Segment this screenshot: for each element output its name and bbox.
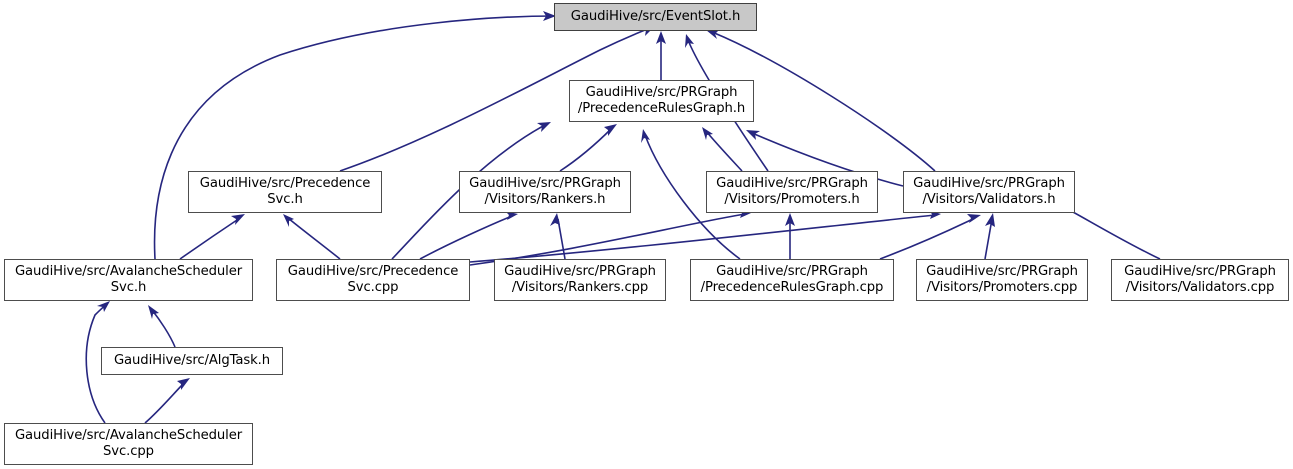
edge-arrowhead-validators_h-to-precedencerulesgraph_h [746,130,760,140]
graph-node-label: GaudiHive/src/AvalancheScheduler Svc.cpp [14,427,243,460]
edge-arrowhead-algtask_h-to-avalanchescheduler_h [148,305,159,319]
graph-node-label: GaudiHive/src/PRGraph /Visitors/Promoter… [716,175,868,208]
graph-node-avalanchescheduler_cpp[interactable]: GaudiHive/src/AvalancheScheduler Svc.cpp [4,423,253,465]
graph-node-validators_h[interactable]: GaudiHive/src/PRGraph /Visitors/Validato… [903,171,1075,213]
edge-arrowhead-avalanchescheduler_h-to-eventslot_h [543,11,556,21]
graph-node-rankers_cpp[interactable]: GaudiHive/src/PRGraph /Visitors/Rankers.… [494,259,666,301]
graph-node-label: GaudiHive/src/PRGraph /PrecedenceRulesGr… [577,84,746,117]
edge-precedencerulesgraph_cpp-to-validators_h [879,217,976,260]
graph-node-label: GaudiHive/src/PRGraph /PrecedenceRulesGr… [700,263,884,296]
graph-node-validators_cpp[interactable]: GaudiHive/src/PRGraph /Visitors/Validato… [1111,259,1289,301]
graph-node-promoters_h[interactable]: GaudiHive/src/PRGraph /Visitors/Promoter… [706,171,878,213]
edge-algtask_h-to-avalanchescheduler_h [151,309,176,348]
graph-node-label: GaudiHive/src/PRGraph /Visitors/Rankers.… [469,175,621,208]
graph-node-label: GaudiHive/src/PRGraph /Visitors/Validato… [1124,263,1276,296]
edge-promoters_h-to-precedencerulesgraph_h [705,130,743,172]
edge-arrowhead-avalanchescheduler_h-to-precedencesvc_h [231,214,245,225]
edge-arrowhead-precedencerulesgraph_cpp-to-validators_h [967,214,981,223]
edge-avalanchescheduler_cpp-to-algtask_h [144,381,186,424]
graph-node-rankers_h[interactable]: GaudiHive/src/PRGraph /Visitors/Rankers.… [459,171,631,213]
edge-precedencesvc_cpp-to-precedencesvc_h [287,217,341,260]
edge-arrowhead-validators_h-to-eventslot_h [706,30,719,39]
edge-arrowhead-precedencerulesgraph_cpp-to-promoters_h [785,213,795,226]
edge-rankers_cpp-to-rankers_h [557,218,566,260]
edge-arrowhead-precedencesvc_cpp-to-precedencerulesgraph_h [537,122,551,132]
edge-avalanchescheduler_h-to-precedencesvc_h [179,217,241,260]
edge-arrowhead-rankers_h-to-precedencerulesgraph_h [604,124,617,136]
edge-arrowhead-promoters_cpp-to-validators_h [985,213,995,227]
edge-arrowhead-promoters_h-to-precedencerulesgraph_h [702,127,713,140]
edge-arrowhead-promoters_h-to-eventslot_h [685,34,694,48]
graph-node-precedencerulesgraph_cpp[interactable]: GaudiHive/src/PRGraph /PrecedenceRulesGr… [690,259,894,301]
edge-precedencerulesgraph_cpp-to-precedencerulesgraph_h [644,134,741,260]
edge-arrowhead-precedencerulesgraph_h-to-eventslot_h [656,31,666,44]
graph-node-label: GaudiHive/src/PRGraph /Visitors/Validato… [913,175,1065,208]
edge-precedencesvc_cpp-to-precedencerulesgraph_h [391,124,546,260]
graph-node-label: GaudiHive/src/Precedence Svc.h [199,175,371,208]
edge-precedencesvc_cpp-to-rankers_h [419,215,513,260]
graph-node-promoters_cpp[interactable]: GaudiHive/src/PRGraph /Visitors/Promoter… [916,259,1088,301]
edge-arrowhead-precedencerulesgraph_cpp-to-precedencerulesgraph_h [641,129,650,143]
edge-avalanchescheduler_h-to-eventslot_h [153,15,557,260]
graph-node-label: GaudiHive/src/AlgTask.h [113,352,271,368]
edge-precedencesvc_cpp-to-validators_h [469,214,936,263]
edge-arrowhead-avalanchescheduler_cpp-to-algtask_h [177,378,190,390]
graph-node-label: GaudiHive/src/PRGraph /Visitors/Rankers.… [504,263,656,296]
edge-promoters_cpp-to-validators_h [984,218,993,260]
graph-node-precedencerulesgraph_h[interactable]: GaudiHive/src/PRGraph /PrecedenceRulesGr… [569,80,754,122]
edges-group [85,11,1161,424]
graph-node-avalanchescheduler_h[interactable]: GaudiHive/src/AvalancheScheduler Svc.h [4,259,253,301]
edge-precedencesvc_h-to-eventslot_h [339,27,651,172]
graph-node-algtask_h[interactable]: GaudiHive/src/AlgTask.h [101,347,283,375]
edge-arrowhead-avalanchescheduler_cpp-to-avalanchescheduler_h [97,301,110,312]
edge-validators_h-to-precedencerulesgraph_h [751,132,904,187]
graph-node-label: GaudiHive/src/Precedence Svc.cpp [287,263,459,296]
edge-arrowhead-rankers_cpp-to-rankers_h [550,213,560,226]
edge-validators_h-to-eventslot_h [711,31,936,172]
graph-node-label: GaudiHive/src/AvalancheScheduler Svc.h [14,263,243,296]
graph-node-eventslot_h[interactable]: GaudiHive/src/EventSlot.h [554,3,757,31]
graph-node-label: GaudiHive/src/PRGraph /Visitors/Promoter… [926,263,1078,296]
edge-rankers_h-to-precedencerulesgraph_h [559,127,613,172]
edge-arrowhead-precedencesvc_cpp-to-rankers_h [505,211,518,220]
graph-node-label: GaudiHive/src/EventSlot.h [570,8,741,24]
graph-node-precedencesvc_cpp[interactable]: GaudiHive/src/Precedence Svc.cpp [276,259,470,301]
edge-arrowhead-precedencesvc_cpp-to-precedencesvc_h [283,214,294,227]
edge-avalanchescheduler_cpp-to-avalanchescheduler_h [85,304,107,424]
graph-node-precedencesvc_h[interactable]: GaudiHive/src/Precedence Svc.h [188,171,382,213]
